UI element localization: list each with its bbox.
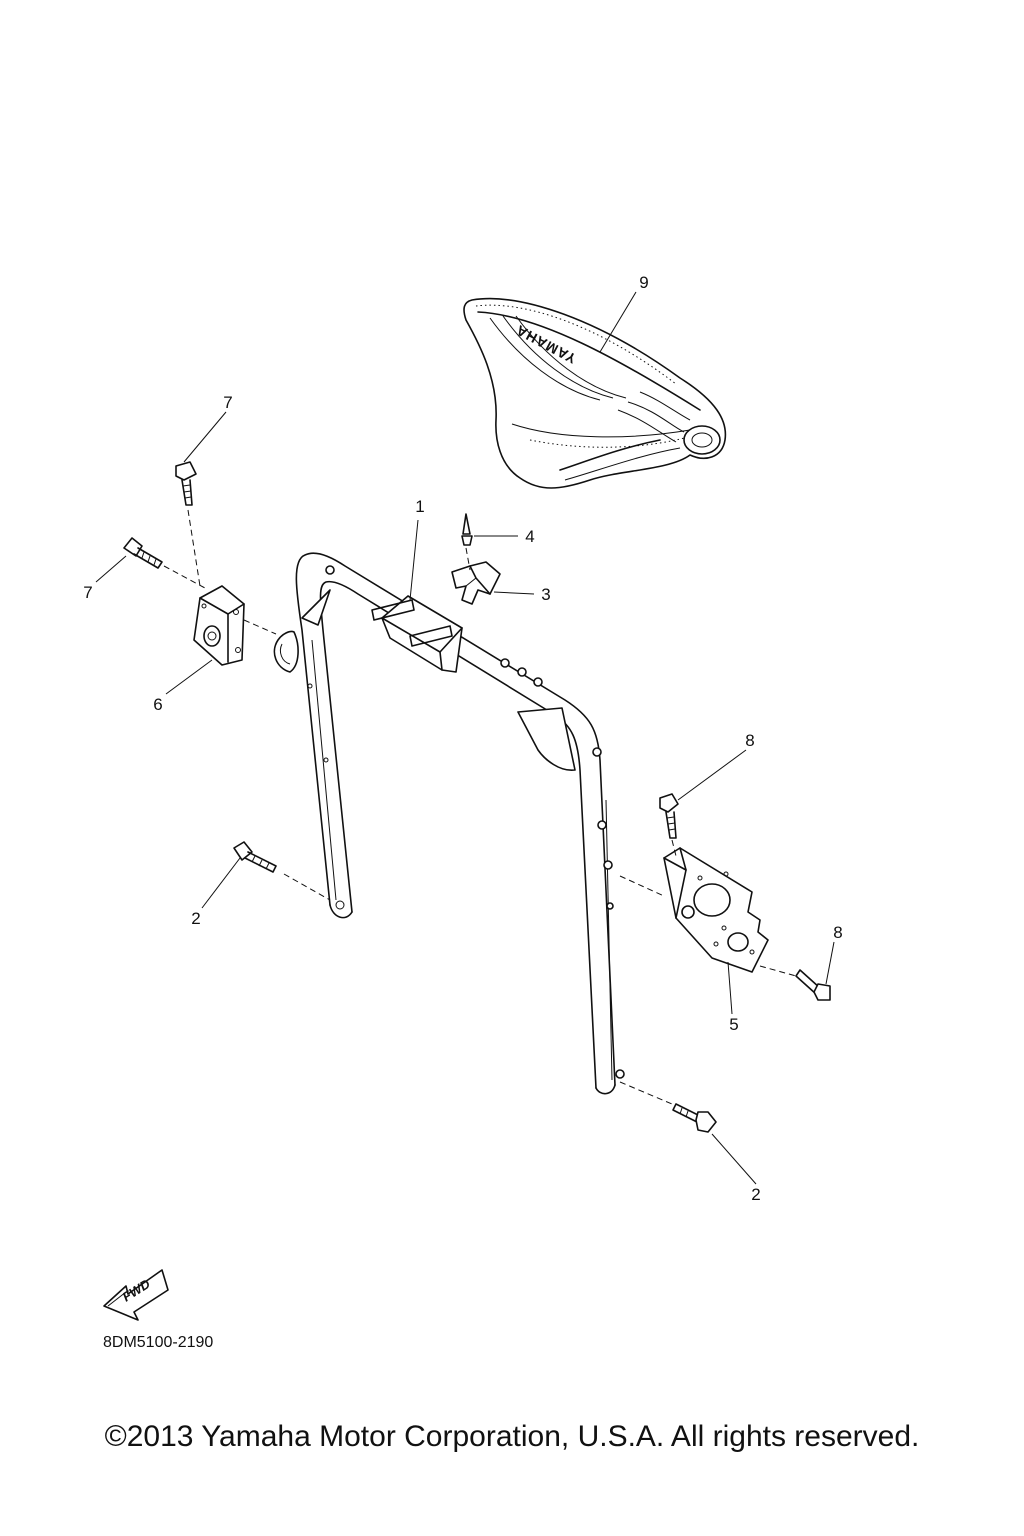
bolt-7-horizontal xyxy=(123,537,163,569)
mounting-plate-5 xyxy=(663,847,769,973)
diagram-code: 8DM5100-2190 xyxy=(103,1334,214,1351)
callout-1: 1 xyxy=(415,497,424,516)
callout-4: 4 xyxy=(525,527,534,546)
callout-7-left: 7 xyxy=(83,583,92,602)
handle-frame xyxy=(295,552,625,1095)
leader-lines xyxy=(95,291,835,1185)
bracket-6 xyxy=(193,585,299,673)
callout-6: 6 xyxy=(153,695,162,714)
callout-7-top: 7 xyxy=(223,393,232,412)
callout-2-left: 2 xyxy=(191,909,200,928)
copyright-notice: ©2013 Yamaha Motor Corporation, U.S.A. A… xyxy=(104,1420,920,1453)
bolt-7-vertical xyxy=(175,461,197,506)
seat: YAMAHA xyxy=(463,297,727,489)
clamp-block xyxy=(371,595,463,673)
bolt-8-vertical xyxy=(659,793,679,839)
pin-4 xyxy=(461,513,473,546)
clip-3 xyxy=(451,561,501,605)
callout-3: 3 xyxy=(541,585,550,604)
callout-2-bottom: 2 xyxy=(751,1185,760,1204)
callout-8-top: 8 xyxy=(745,731,754,750)
callout-5: 5 xyxy=(729,1015,738,1034)
bolt-2-right xyxy=(672,1103,717,1133)
callout-8-right: 8 xyxy=(833,923,842,942)
fwd-arrow-icon: FWD xyxy=(103,1269,169,1321)
bolt-2-left xyxy=(233,841,277,873)
callout-9: 9 xyxy=(639,273,648,292)
assembly-lines xyxy=(163,509,797,1105)
bolt-8-horizontal xyxy=(795,969,831,1001)
